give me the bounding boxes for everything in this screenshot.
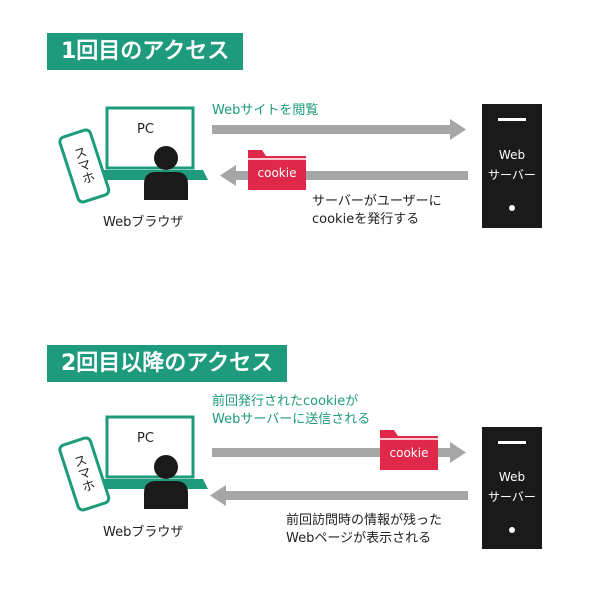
request-label-2-line1: 前回発行されたcookieが (212, 394, 359, 409)
phone-icon-2 (58, 436, 111, 512)
server-icon-2 (482, 427, 542, 549)
server-label-1-line1: Web (498, 148, 526, 162)
person-icon-2 (144, 455, 188, 509)
laptop-icon-2 (92, 415, 208, 489)
section2-title: 2回目以降のアクセス (47, 345, 288, 382)
pc-label-1: PC (137, 122, 154, 137)
response-label-2-line2: Webページが表示される (286, 531, 432, 546)
response-label-1-line2: cookieを発行する (312, 212, 420, 227)
request-label-2-line2: Webサーバーに送信される (212, 412, 371, 427)
server-icon-1 (482, 104, 542, 228)
server-label-1-line2: サーバー (488, 168, 536, 182)
response-arrow-1 (220, 165, 468, 186)
phone-icon-1 (58, 128, 111, 204)
response-label-2-line1: 前回訪問時の情報が残った (286, 513, 443, 528)
cookie-folder-1 (248, 150, 306, 190)
cookie-label-1: cookie (257, 166, 297, 180)
cookie-folder-2 (380, 430, 438, 470)
browser-label-1: Webブラウザ (103, 215, 184, 230)
cookie-label-2: cookie (389, 446, 429, 460)
person-icon-1 (144, 146, 188, 200)
request-arrow-1 (212, 119, 466, 140)
server-label-2-line1: Web (498, 470, 526, 484)
response-arrow-2 (210, 485, 468, 506)
pc-label-2: PC (137, 431, 154, 446)
server-label-2-line2: サーバー (488, 490, 536, 504)
request-label-1: Webサイトを閲覧 (212, 103, 319, 118)
section1-title: 1回目のアクセス (47, 33, 244, 70)
response-label-1-line1: サーバーがユーザーに (312, 194, 442, 209)
laptop-icon-1 (92, 106, 208, 180)
browser-label-2: Webブラウザ (103, 525, 184, 540)
request-arrow-2 (212, 442, 466, 463)
